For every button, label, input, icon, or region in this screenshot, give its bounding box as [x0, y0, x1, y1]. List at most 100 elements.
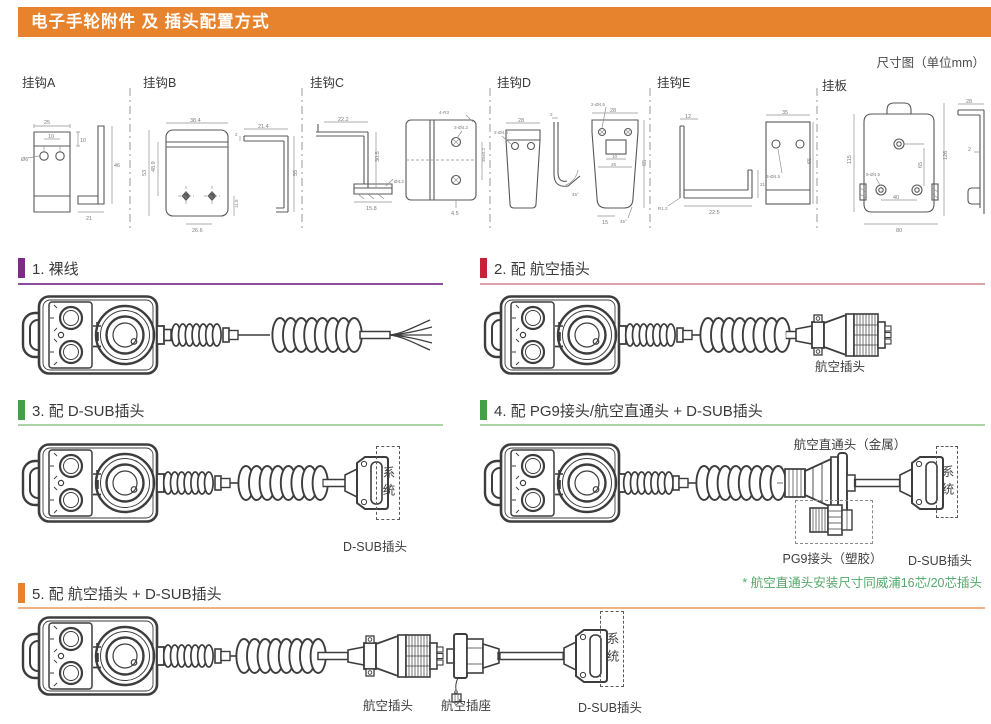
section-4-accent-bar: [480, 400, 487, 420]
cable-connector: [214, 648, 231, 664]
dim: 2-Ø4.5: [494, 130, 508, 135]
dim: 80: [896, 228, 902, 234]
bare-wires: [389, 319, 433, 351]
dim: 22.5: [709, 210, 720, 216]
dim: 10: [80, 138, 86, 144]
system-label: 系统: [380, 465, 395, 501]
dim: 28: [610, 108, 616, 114]
aviation-plug: [795, 313, 892, 357]
dim: 2: [968, 147, 971, 153]
dim: 45°: [572, 192, 579, 197]
section-1-rule: [18, 283, 443, 285]
dim: 2-Ø4.2: [454, 125, 468, 130]
cable-segment: [785, 330, 798, 340]
dim: 21: [86, 216, 92, 222]
dim: 26: [611, 162, 617, 167]
tight-coil-cable: [162, 471, 214, 495]
hook-c-drawing: 22.2 30.5 15.8 Ø4.2 4-R3 2-Ø4.2 35±0.2 4…: [316, 110, 486, 217]
section-5-rule: [18, 607, 985, 609]
handwheel-pendant: [483, 295, 635, 375]
dim: 53: [142, 170, 148, 176]
feedthrough-label: 航空直通头（金属）: [793, 438, 907, 452]
hook-separators: [129, 88, 818, 228]
cable-segment: [322, 478, 347, 488]
page-title-bar: 电子手轮附件 及 插头配置方式: [18, 7, 991, 37]
cable-segment: [317, 651, 349, 661]
cable-segment: [853, 478, 902, 488]
plate-drawing: 115 126 65 40 80 5-Ø4.5 28 2: [847, 99, 985, 234]
section-1-accent-bar: [18, 258, 25, 278]
cable-segment: [359, 330, 391, 340]
dim: 28: [966, 99, 972, 105]
hook-e-drawing: 12 21 22.5 R1.2 35 65 3-Ø4.5: [658, 110, 814, 216]
tight-coil-cable: [162, 644, 214, 668]
dim: 3-Ø4.5: [766, 174, 780, 179]
section-3-accent-bar: [18, 400, 25, 420]
coiled-cable: [235, 638, 327, 674]
cable-connector: [214, 475, 231, 491]
dim: 46: [114, 163, 120, 169]
dim: 4.5: [451, 211, 459, 217]
hook-a-drawing: 25 10 Ø6 10 46 21: [21, 120, 120, 222]
dim: 15.8: [366, 206, 377, 212]
dim: 25: [44, 120, 50, 126]
cable-connector: [222, 327, 239, 343]
dim: 2: [550, 112, 553, 117]
pg9-label: PG9接头（塑胶）: [782, 552, 883, 566]
aviation-socket: [446, 633, 500, 703]
section-3-rule: [18, 424, 443, 426]
dim: 26.6: [192, 228, 203, 234]
section-2-drawing: [483, 295, 892, 375]
coiled-cable: [237, 465, 329, 501]
d-sub-label: D-SUB插头: [343, 540, 407, 554]
dim: Ø6: [21, 157, 28, 163]
dim: 55: [293, 170, 299, 176]
section-4-drawing: [483, 443, 944, 536]
d-sub-label: D-SUB插头: [908, 554, 972, 568]
handwheel-pendant: [21, 295, 173, 375]
dim: 22.2: [338, 117, 349, 123]
dim: 10: [612, 154, 618, 159]
tight-coil-cable: [624, 323, 676, 347]
dimension-unit-note: 尺寸图（单位mm）: [876, 56, 985, 70]
section-1-title: 1. 裸线: [32, 261, 79, 278]
hook-b-label: 挂钩B: [143, 76, 177, 90]
dim: 35±0.2: [481, 148, 486, 162]
cable-segment: [497, 650, 566, 662]
hook-c-label: 挂钩C: [310, 76, 345, 90]
dim: 4-R3: [439, 110, 449, 115]
system-box: 系统: [936, 446, 958, 518]
cable-connector: [672, 475, 689, 491]
dim: 15: [602, 220, 608, 226]
dim: 35: [782, 110, 788, 116]
dim: 30.5: [375, 151, 381, 162]
handwheel-pendant: [21, 443, 173, 523]
aviation-plug-label: 航空插头: [814, 360, 865, 374]
aviation-plug-label: 航空插头: [362, 699, 413, 713]
dim: 21.4: [258, 124, 269, 130]
section-5-accent-bar: [18, 583, 25, 603]
section-2-rule: [480, 283, 985, 285]
dim: 2: [235, 132, 238, 137]
coiled-cable: [695, 465, 787, 501]
dim: R1.2: [658, 206, 668, 211]
tight-coil-cable: [622, 471, 674, 495]
cable-connector: [676, 327, 693, 343]
hook-a-label: 挂钩A: [22, 76, 56, 90]
dim: 12: [685, 114, 691, 120]
aviation-socket-label: 航空插座: [440, 699, 491, 713]
section-4-rule: [480, 424, 985, 426]
hook-d-drawing: 28 2-Ø4.5 2 45° 28 2-Ø4.5 10 26 65 15 45…: [494, 102, 648, 226]
dim: 65: [642, 160, 648, 166]
section-2-title: 2. 配 航空插头: [494, 261, 590, 278]
dim: 2-Ø4.5: [591, 102, 605, 107]
dim: Ø4.2: [394, 179, 404, 184]
dim: 65: [807, 158, 813, 164]
hook-e-label: 挂钩E: [657, 76, 691, 90]
section-5-title: 5. 配 航空插头 + D-SUB插头: [32, 586, 222, 603]
d-sub-label: D-SUB插头: [578, 701, 642, 715]
section-2-accent-bar: [480, 258, 487, 278]
dim: 45°: [620, 219, 627, 224]
section-5-drawing: [21, 616, 608, 703]
